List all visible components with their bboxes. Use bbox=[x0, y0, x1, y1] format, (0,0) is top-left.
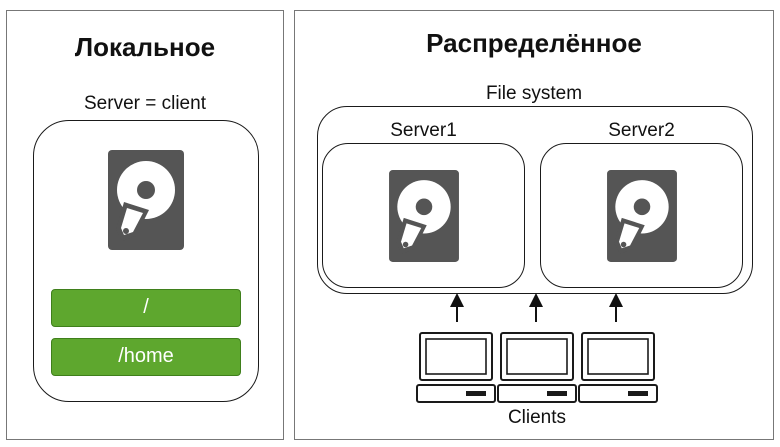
arrow-up-icon bbox=[609, 293, 623, 322]
partition-home: /home bbox=[51, 338, 241, 376]
file-system-label: File system bbox=[485, 83, 583, 104]
partition-root: / bbox=[51, 289, 241, 327]
hard-drive-icon bbox=[108, 150, 184, 250]
hard-drive-icon bbox=[607, 170, 677, 262]
computer-terminal-icon bbox=[578, 332, 658, 403]
distributed-title: Распределённое bbox=[426, 28, 642, 58]
server1-label: Server1 bbox=[390, 120, 457, 141]
clients-label: Clients bbox=[507, 407, 567, 428]
partition-home-label: /home bbox=[118, 345, 174, 367]
arrow-up-icon bbox=[450, 293, 464, 322]
computer-terminal-icon bbox=[497, 332, 577, 403]
server2-label: Server2 bbox=[608, 120, 675, 141]
arrow-up-icon bbox=[529, 293, 543, 322]
local-subtitle: Server = client bbox=[84, 93, 206, 114]
partition-root-label: / bbox=[143, 296, 149, 318]
local-title: Локальное bbox=[74, 32, 216, 62]
computer-terminal-icon bbox=[416, 332, 496, 403]
hard-drive-icon bbox=[389, 170, 459, 262]
